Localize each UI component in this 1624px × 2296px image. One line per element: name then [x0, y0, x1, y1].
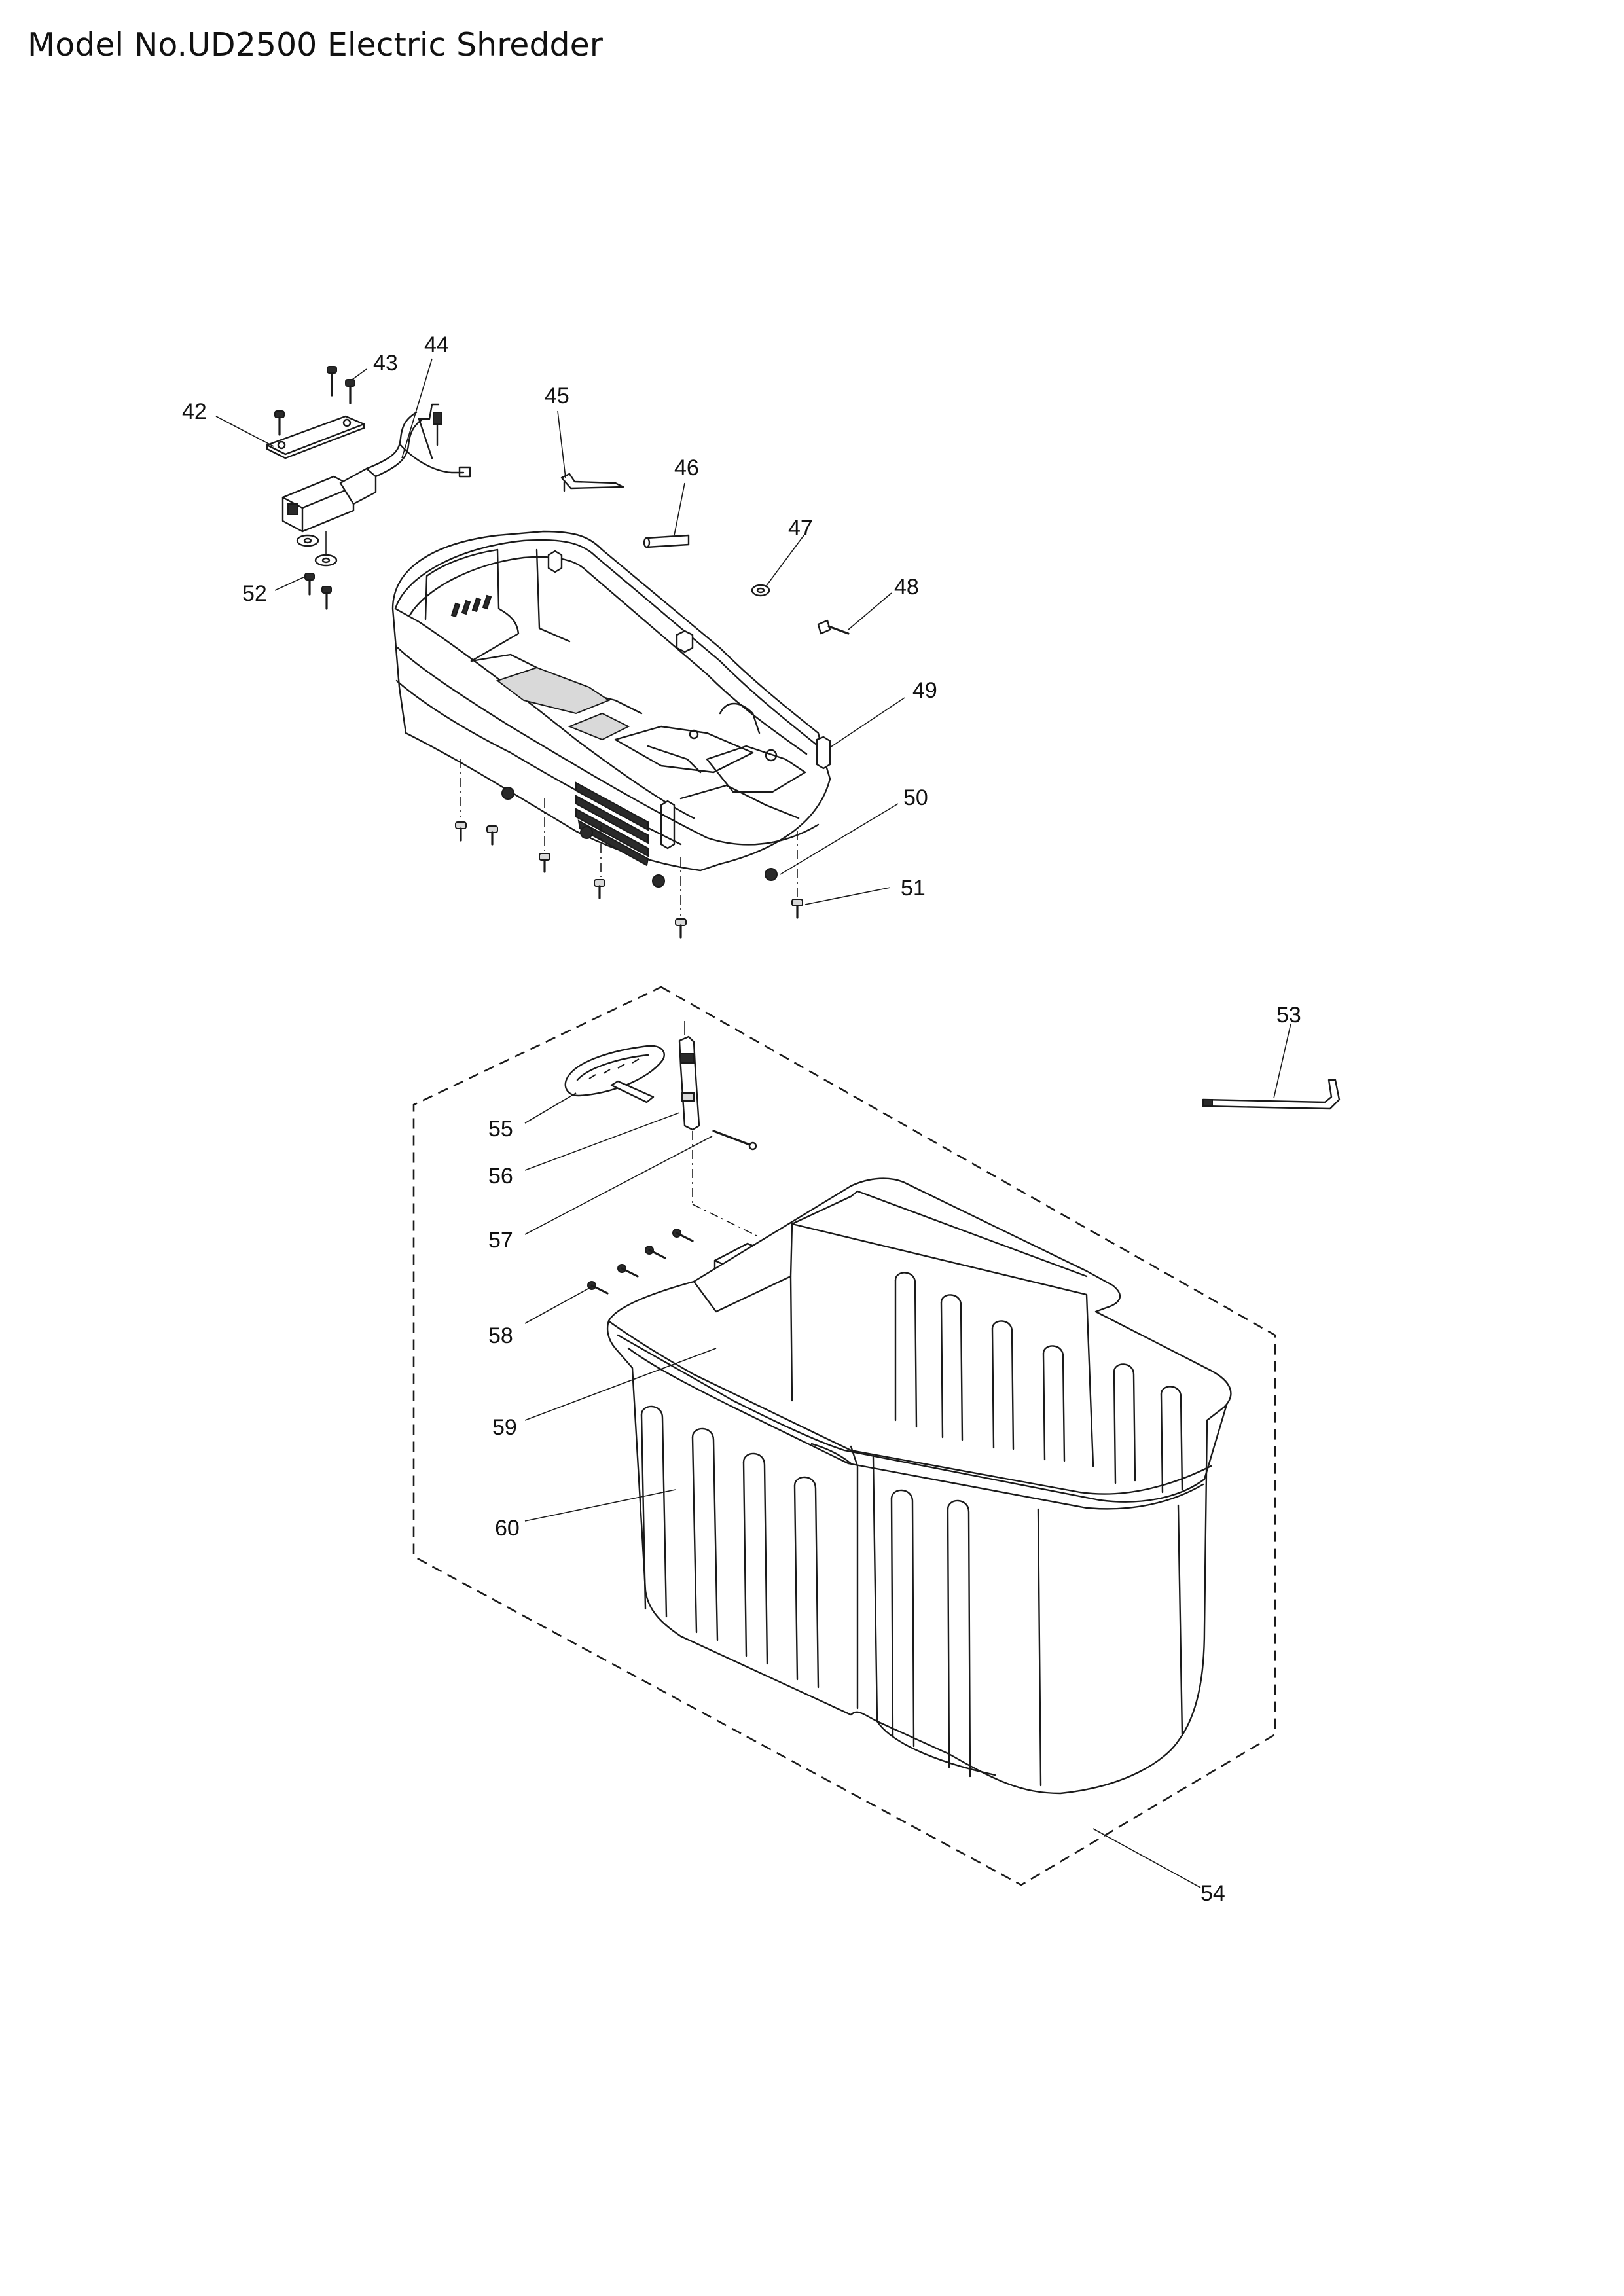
callout-60: 60 [495, 1516, 520, 1541]
part-47-washer [751, 584, 770, 597]
callout-51: 51 [901, 876, 926, 901]
callout-42: 42 [182, 399, 207, 424]
callout-46: 46 [674, 456, 699, 480]
callout-48: 48 [894, 575, 919, 600]
leader-lines [215, 358, 1291, 1888]
housing-screws [455, 759, 803, 939]
callout-49: 49 [912, 678, 937, 703]
callout-50: 50 [903, 785, 928, 810]
part-57-pin [692, 1130, 760, 1238]
housing-vents [575, 781, 649, 867]
callout-55: 55 [488, 1117, 513, 1141]
part-58-screws [587, 1229, 694, 1295]
part-54-kit-outline [412, 986, 1276, 1886]
callout-54: 54 [1200, 1881, 1225, 1906]
callout-53: 53 [1276, 1003, 1301, 1028]
callout-59: 59 [492, 1415, 517, 1440]
callout-58: 58 [488, 1323, 513, 1348]
part-43-screws [274, 366, 355, 436]
part-60-collection-bin [606, 1177, 1232, 1795]
part-55-handle-grip [564, 1045, 665, 1103]
callout-45: 45 [545, 384, 569, 408]
callout-47: 47 [788, 516, 813, 541]
part-52-washers-screws [296, 531, 338, 610]
part-53-hex-key [1202, 1079, 1341, 1110]
part-46-shaft-pin [643, 534, 690, 548]
part-45-clip [560, 473, 624, 492]
callout-52: 52 [242, 581, 267, 606]
part-49-motor-housing [391, 530, 831, 872]
part-42-cover-plate [266, 415, 365, 459]
callout-labels: 42 43 44 45 46 47 48 49 50 51 52 53 54 5… [182, 332, 1301, 1906]
part-48-bolt [817, 619, 850, 635]
callout-57: 57 [488, 1228, 513, 1253]
callout-43: 43 [373, 351, 398, 376]
part-44-switch-box [281, 403, 471, 533]
page-title: Model No.UD2500 Electric Shredder [27, 26, 603, 63]
callout-56: 56 [488, 1164, 513, 1189]
callout-44: 44 [424, 332, 449, 357]
part-56-hinge-bracket [678, 1021, 700, 1131]
